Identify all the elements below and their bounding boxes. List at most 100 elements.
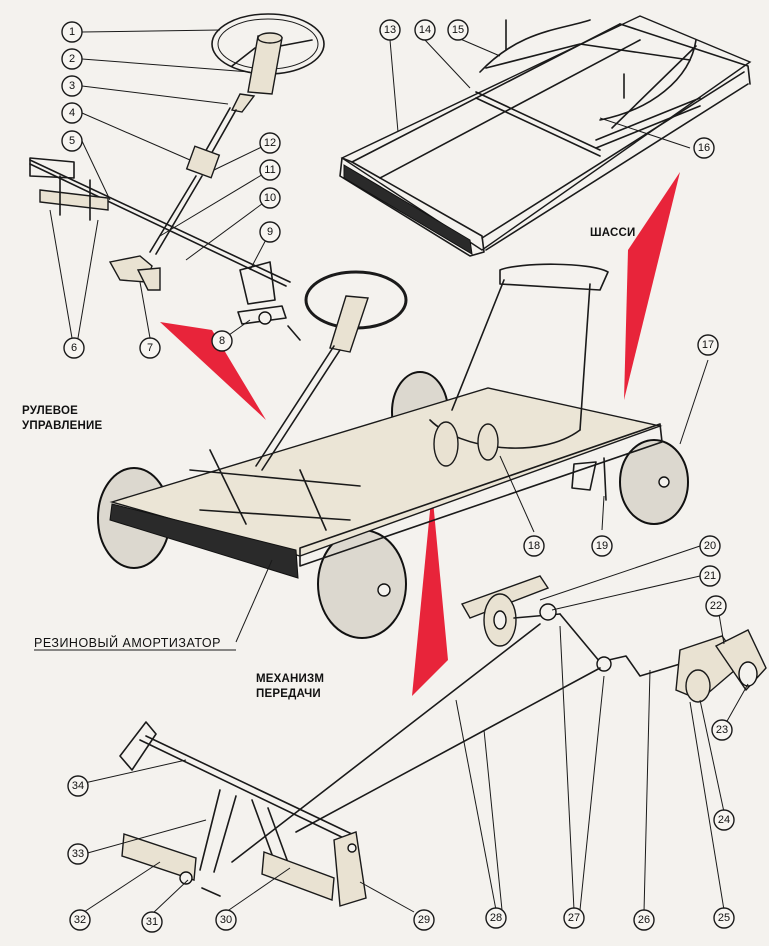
svg-text:33: 33 bbox=[72, 848, 84, 860]
chassis-arrow bbox=[624, 172, 680, 400]
svg-text:27: 27 bbox=[568, 912, 580, 924]
callout-14: 14 bbox=[414, 19, 436, 41]
svg-text:6: 6 bbox=[71, 342, 77, 354]
transmission-label-line1: МЕХАНИЗМ bbox=[256, 673, 325, 685]
chassis-leaders bbox=[389, 37, 691, 149]
svg-text:2: 2 bbox=[69, 53, 75, 65]
svg-text:9: 9 bbox=[267, 226, 273, 238]
absorber-label: РЕЗИНОВЫЙ АМОРТИЗАТОР bbox=[34, 636, 221, 650]
front-wheel-right bbox=[317, 529, 407, 639]
assembled-kart bbox=[97, 263, 689, 639]
kart-steering-column bbox=[261, 349, 341, 471]
svg-text:15: 15 bbox=[452, 24, 464, 36]
callout-12: 12 bbox=[259, 132, 281, 154]
steering-label-line1: РУЛЕВОЕ bbox=[22, 405, 79, 417]
callout-4: 4 bbox=[61, 102, 83, 124]
callout-8: 8 bbox=[211, 330, 233, 352]
svg-text:16: 16 bbox=[698, 142, 710, 154]
svg-text:12: 12 bbox=[264, 137, 276, 149]
callout-24: 24 bbox=[713, 809, 735, 831]
push-rod-left bbox=[231, 623, 541, 863]
callout-30: 30 bbox=[215, 909, 237, 931]
callout-25: 25 bbox=[713, 907, 735, 929]
svg-text:3: 3 bbox=[69, 80, 75, 92]
svg-text:26: 26 bbox=[638, 914, 650, 926]
push-rod-right bbox=[295, 667, 601, 833]
svg-text:11: 11 bbox=[264, 164, 275, 176]
svg-text:20: 20 bbox=[704, 540, 716, 552]
svg-text:17: 17 bbox=[702, 339, 714, 351]
callout-22: 22 bbox=[705, 595, 727, 617]
callout-28: 28 bbox=[485, 907, 507, 929]
transmission-arrow bbox=[412, 490, 448, 696]
callout-1: 1 bbox=[61, 21, 83, 43]
callout-21: 21 bbox=[699, 565, 721, 587]
pedal-left bbox=[121, 833, 197, 881]
svg-text:1: 1 bbox=[69, 26, 75, 38]
callout-20: 20 bbox=[699, 535, 721, 557]
svg-text:8: 8 bbox=[219, 335, 225, 347]
svg-text:24: 24 bbox=[718, 814, 730, 826]
callout-9: 9 bbox=[259, 221, 281, 243]
rear-wheel-right bbox=[619, 439, 689, 525]
svg-text:7: 7 bbox=[147, 342, 153, 354]
callout-26: 26 bbox=[633, 909, 655, 931]
svg-text:18: 18 bbox=[528, 540, 540, 552]
callout-15: 15 bbox=[447, 19, 469, 41]
svg-text:14: 14 bbox=[419, 24, 431, 36]
pedal-axle bbox=[139, 739, 353, 843]
transmission-label: МЕХАНИЗМ ПЕРЕДАЧИ bbox=[256, 672, 324, 702]
rear-pulley bbox=[433, 421, 459, 467]
svg-text:5: 5 bbox=[69, 135, 75, 147]
front-bumper bbox=[343, 164, 473, 255]
callout-27: 27 bbox=[563, 907, 585, 929]
chassis-label-text: ШАССИ bbox=[590, 227, 636, 239]
callout-34: 34 bbox=[67, 775, 89, 797]
callout-18: 18 bbox=[523, 535, 545, 557]
steering-label: РУЛЕВОЕ УПРАВЛЕНИЕ bbox=[22, 404, 102, 434]
crank-bearing bbox=[685, 669, 711, 703]
chassis-label: ШАССИ bbox=[590, 226, 635, 241]
chassis-frame bbox=[339, 15, 752, 257]
svg-text:25: 25 bbox=[718, 912, 730, 924]
callout-3: 3 bbox=[61, 75, 83, 97]
callout-31: 31 bbox=[141, 911, 163, 933]
callout-7: 7 bbox=[139, 337, 161, 359]
callout-29: 29 bbox=[413, 909, 435, 931]
svg-text:13: 13 bbox=[384, 24, 396, 36]
callout-10: 10 bbox=[259, 187, 281, 209]
callout-17: 17 bbox=[697, 334, 719, 356]
callout-32: 32 bbox=[69, 909, 91, 931]
steering-assembly bbox=[29, 13, 325, 341]
svg-text:32: 32 bbox=[74, 914, 86, 926]
callout-5: 5 bbox=[61, 130, 83, 152]
transmission-mechanism bbox=[119, 575, 767, 907]
svg-text:28: 28 bbox=[490, 912, 502, 924]
tie-rod bbox=[29, 159, 291, 283]
transmission-leaders bbox=[79, 545, 749, 915]
callout-11: 11 bbox=[259, 159, 281, 181]
seat-back bbox=[499, 263, 609, 291]
svg-text:22: 22 bbox=[710, 600, 722, 612]
svg-text:23: 23 bbox=[716, 724, 728, 736]
svg-text:34: 34 bbox=[72, 780, 84, 792]
svg-text:19: 19 bbox=[596, 540, 608, 552]
svg-text:4: 4 bbox=[69, 107, 75, 119]
callout-19: 19 bbox=[591, 535, 613, 557]
steering-hub bbox=[247, 35, 283, 95]
callout-33: 33 bbox=[67, 843, 89, 865]
steering-arrow bbox=[160, 322, 266, 420]
kart-leaders bbox=[34, 359, 709, 651]
svg-text:21: 21 bbox=[704, 570, 716, 582]
pedal-right bbox=[261, 851, 335, 901]
callout-2: 2 bbox=[61, 48, 83, 70]
callout-16: 16 bbox=[693, 137, 715, 159]
callout-23: 23 bbox=[711, 719, 733, 741]
transmission-label-line2: ПЕРЕДАЧИ bbox=[256, 688, 321, 700]
svg-text:29: 29 bbox=[418, 914, 430, 926]
callout-6: 6 bbox=[63, 337, 85, 359]
callout-13: 13 bbox=[379, 19, 401, 41]
svg-text:10: 10 bbox=[264, 192, 276, 204]
svg-text:31: 31 bbox=[146, 916, 158, 928]
